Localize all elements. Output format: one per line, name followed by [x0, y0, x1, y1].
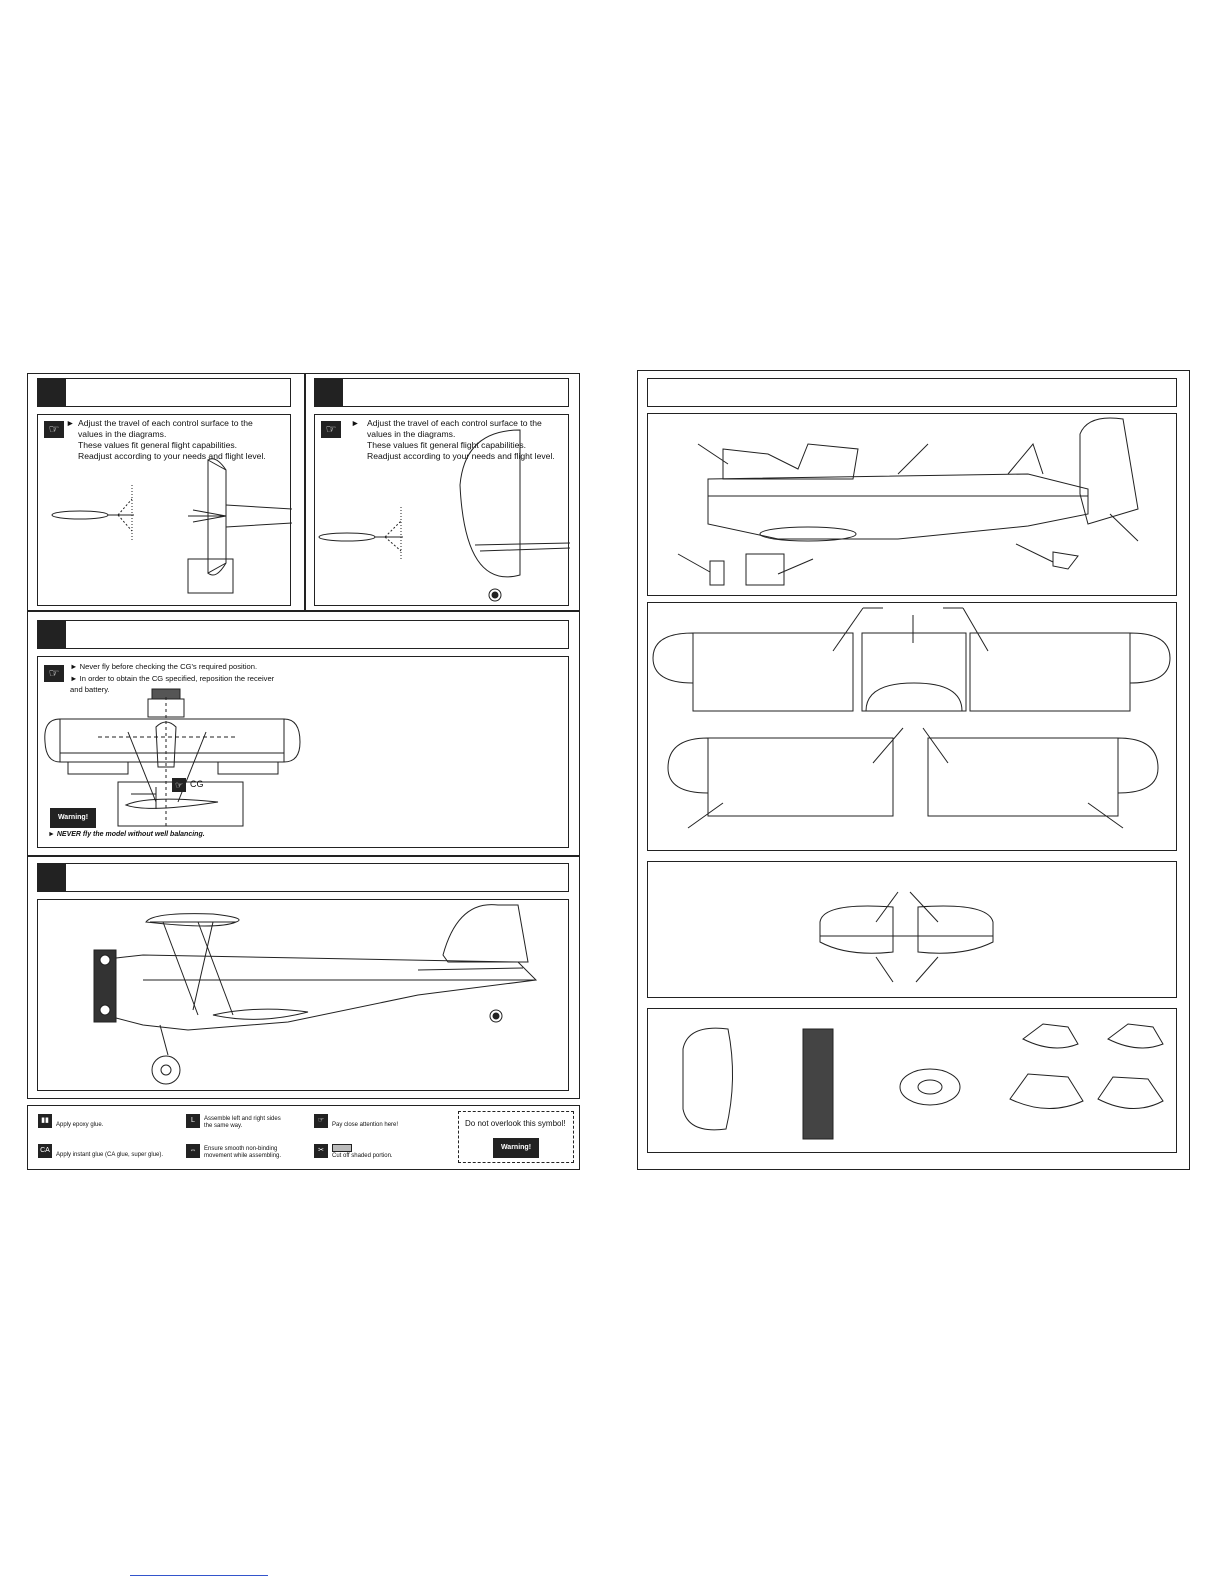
legend-epoxy: Apply epoxy glue. — [56, 1122, 104, 1128]
shaded-swatch — [332, 1144, 352, 1152]
legend-attention: Pay close attention here! — [332, 1122, 399, 1128]
parts-section — [637, 370, 1190, 1170]
fuselage-parts-illustration — [677, 417, 1139, 586]
glue-tubes-icon: ▮▮ — [38, 1114, 52, 1128]
warning-badge: Warning! — [50, 808, 96, 828]
cg-wing-diagram — [44, 688, 301, 827]
cg-panel: ☞ ► Never fly before checking the CG's r… — [37, 656, 569, 848]
legend-overlook: Do not overlook this symbol! — [465, 1119, 566, 1128]
cg-instruction-1: ► Never fly before checking the CG's req… — [70, 662, 258, 671]
legend-assemble: Assemble left and right sides the same w… — [204, 1116, 281, 1129]
side-view-section — [27, 856, 580, 1099]
cg-warning-text: ► NEVER fly the model without well balan… — [48, 831, 205, 838]
elevator-rudder-throw-diagram — [51, 458, 292, 594]
cut-off-icon: ✂ — [314, 1144, 328, 1158]
legend-cutoff: Cut off shaded portion. — [332, 1153, 393, 1159]
control-throws-panel-1: ☞ Adjust the travel of each control surf… — [37, 414, 292, 606]
aileron-throw-diagram — [318, 429, 570, 602]
warning-badge: Warning! — [493, 1138, 539, 1158]
footer-link-underline — [130, 1575, 268, 1576]
pointing-hand-icon: ☞ — [44, 665, 64, 682]
cg-instruction-2: ► In order to obtain the CG specified, r… — [70, 674, 275, 694]
legend-instant: Apply instant glue (CA glue, super glue)… — [56, 1152, 164, 1158]
parts-header — [647, 378, 1177, 407]
cg-label: CG — [190, 779, 204, 789]
control-throws-text-2: Adjust the travel of each control surfac… — [367, 418, 555, 461]
side-view-panel — [37, 899, 569, 1091]
tail-parts-panel — [647, 861, 1177, 998]
biplane-side-view-illustration — [93, 904, 538, 1085]
cowl-engine-canopy-illustration — [682, 1023, 1164, 1140]
fuselage-parts-panel — [647, 413, 1177, 596]
cg-marker-icon: ☞ — [172, 778, 186, 792]
smooth-movement-icon: ⇔ — [186, 1144, 200, 1158]
bullet-1: ► — [66, 418, 75, 428]
section-header-4 — [37, 863, 569, 892]
section-header-1 — [37, 378, 291, 407]
control-throws-section-2 — [305, 373, 580, 611]
left-right-sides-icon: L — [186, 1114, 200, 1128]
control-throws-panel-2: ☞ ► Adjust the travel of each control su… — [314, 414, 570, 606]
section-header-2 — [314, 378, 569, 407]
symbol-legend: ▮▮ Apply epoxy glue. CA Apply instant gl… — [27, 1105, 580, 1170]
overlook-box: Do not overlook this symbol! Warning! — [458, 1111, 574, 1163]
wing-parts-illustration — [652, 607, 1171, 829]
section-header-3 — [37, 620, 569, 649]
pointing-hand-icon: ☞ — [44, 421, 64, 438]
pointing-hand-icon: ☞ — [321, 421, 341, 438]
control-throws-section-1 — [27, 373, 305, 611]
pointing-hand-icon: ☞ — [314, 1114, 328, 1128]
bullet-2: ► — [351, 418, 360, 428]
tail-parts-illustration — [819, 891, 994, 983]
cg-section — [27, 611, 580, 856]
legend-smooth: Ensure smooth non-binding movement while… — [204, 1146, 282, 1159]
cowl-canopy-parts-panel — [647, 1008, 1177, 1153]
ca-glue-icon: CA — [38, 1144, 52, 1158]
wing-parts-panel — [647, 602, 1177, 851]
control-throws-text-1: Adjust the travel of each control surfac… — [78, 418, 266, 461]
